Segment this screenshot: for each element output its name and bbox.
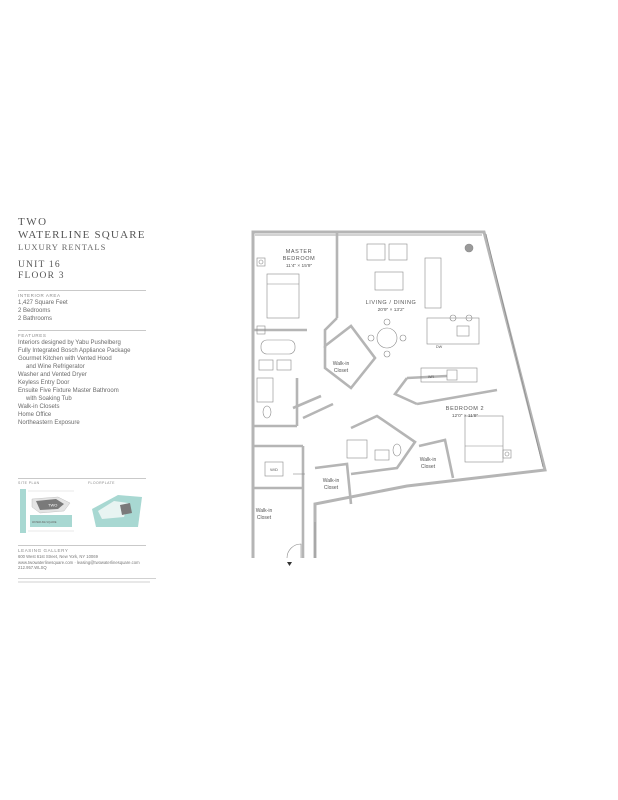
dishwasher-label: DW — [436, 345, 443, 349]
feature-item: and Wine Refrigerator — [26, 364, 85, 370]
web-email-text[interactable]: www.twowaterlinesquare.com · leasing@two… — [18, 559, 140, 565]
fixtures — [256, 243, 512, 559]
unit-block: UNIT 16 FLOOR 3 — [18, 260, 65, 282]
walkin-closet-4-label-2: Closet — [257, 515, 272, 521]
armchair-1 — [366, 243, 386, 261]
phone-text[interactable]: 212.957.WLSQ — [18, 565, 47, 571]
leasing-gallery-label: LEASING GALLERY — [18, 548, 69, 553]
site-plan-label: SITE PLAN — [18, 481, 40, 485]
living-dining-label: LIVING / DINING — [366, 300, 417, 306]
living-dining-dims: 20'9" × 13'2" — [378, 307, 405, 313]
fine-print-lines — [18, 578, 156, 583]
divider — [18, 545, 146, 546]
interior-area-block: INTERIOR AREA 1,427 Square Feet 2 Bedroo… — [18, 293, 68, 323]
divider — [18, 330, 146, 331]
master-bedroom-dims: 11'4" × 15'9" — [286, 263, 313, 269]
master-bedroom-label-2: BEDROOM — [283, 256, 316, 262]
nightstand — [256, 257, 266, 267]
features-block: FEATURES Interiors designed by Yabu Push… — [18, 333, 130, 427]
feature-item: Washer and Vented Dryer — [18, 372, 87, 378]
interior-line: 2 Bathrooms — [18, 316, 53, 322]
floorplate-label: FLOORPLATE — [88, 481, 115, 485]
divider — [18, 290, 146, 291]
brand-name-line2: WATERLINE SQUARE — [18, 229, 146, 241]
kitchen-island — [426, 317, 480, 345]
feature-item: Fully Integrated Bosch Appliance Package — [18, 348, 131, 354]
column-dot — [464, 243, 474, 253]
bedroom2-bed — [464, 415, 504, 463]
bedroom2-dims: 12'0" × 11'9" — [452, 413, 479, 419]
floorplate-unit-highlight — [120, 503, 132, 515]
walkin-closet-3-label: Walk-in — [420, 457, 437, 463]
walkin-closet-3-label-2: Closet — [421, 464, 436, 470]
entry-marker-icon — [287, 562, 292, 566]
walkin-closet-2-label: Walk-in — [323, 478, 340, 484]
kitchen-counter — [420, 367, 478, 383]
brand-block: TWO WATERLINE SQUARE LUXURY RENTALS — [18, 216, 146, 253]
interior-walls — [253, 232, 498, 558]
master-bedroom-label: MASTER — [286, 249, 313, 255]
feature-item: Ensuite Five Fixture Master Bathroom — [18, 388, 119, 394]
site-park-label: WATERLINE SQUARE — [32, 521, 57, 524]
floor-label: FLOOR 3 — [18, 271, 65, 281]
bedroom2-label: BEDROOM 2 — [446, 406, 484, 412]
park-strip — [20, 489, 26, 533]
toilet — [262, 405, 272, 419]
interior-line: 2 Bedrooms — [18, 308, 51, 314]
soaking-tub — [260, 339, 296, 355]
washer-dryer-label: W/D — [270, 467, 278, 472]
walkin-closet-1-label-2: Closet — [334, 368, 349, 374]
site-plan-map: TWO WATERLINE SQUARE — [18, 487, 80, 535]
exterior-walls — [251, 230, 547, 558]
floor-plan-drawing: MASTER BEDROOM 11'4" × 15'9" LIVING / DI… — [251, 230, 547, 566]
feature-item: with Soaking Tub — [26, 396, 72, 402]
sofa — [424, 257, 442, 309]
divider — [18, 478, 146, 479]
walkin-closet-2-label-2: Closet — [324, 485, 339, 491]
floorplate-map — [92, 495, 142, 527]
legal-fine-print — [18, 577, 158, 587]
feature-item: Northeastern Exposure — [18, 420, 80, 426]
brand-name-line1: TWO — [18, 216, 48, 228]
walkin-closet-1-label: Walk-in — [333, 361, 350, 367]
feature-item: Walk-in Closets — [18, 404, 60, 410]
unit-label: UNIT 16 — [18, 260, 61, 270]
master-bed — [266, 273, 300, 319]
contact-block: LEASING GALLERY 600 West 61st Street, Ne… — [18, 548, 140, 571]
window-lines — [255, 233, 544, 468]
site-building-label: TWO — [48, 503, 57, 508]
shower — [256, 377, 274, 403]
address-text: 600 West 61st Street, New York, NY 10069 — [18, 554, 98, 559]
feature-item: Home Office — [18, 412, 52, 418]
walkin-closet-4-label: Walk-in — [256, 508, 273, 514]
washer-dryer — [264, 461, 284, 477]
brand-subtitle: LUXURY RENTALS — [18, 242, 107, 252]
armchair-2 — [388, 243, 408, 261]
wine-refrigerator-label: WR — [428, 375, 435, 379]
feature-item: Gourmet Kitchen with Vented Hood — [18, 356, 112, 362]
site-building — [36, 499, 64, 510]
interior-area-label: INTERIOR AREA — [18, 293, 61, 298]
dining-table — [376, 327, 398, 349]
entry-door-swing — [286, 543, 302, 559]
features-label: FEATURES — [18, 333, 47, 338]
feature-item: Keyless Entry Door — [18, 380, 70, 386]
interior-line: 1,427 Square Feet — [18, 300, 68, 306]
coffee-table — [374, 271, 404, 291]
feature-item: Interiors designed by Yabu Pushelberg — [18, 340, 121, 346]
site-park — [30, 515, 72, 527]
